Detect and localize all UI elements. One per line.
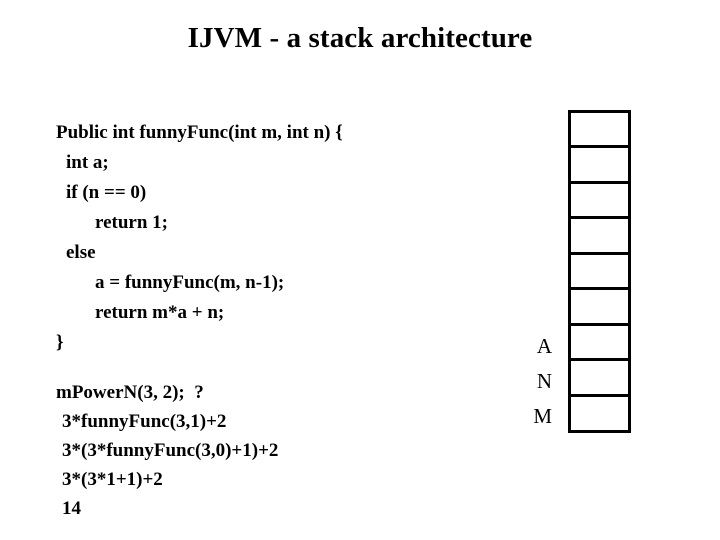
stack-cell xyxy=(571,397,628,432)
code-listing: Public int funnyFunc(int m, int n) { int… xyxy=(56,118,516,358)
stack-cell xyxy=(571,361,628,397)
stack-cell xyxy=(571,148,628,184)
code-line: else xyxy=(66,242,96,263)
trace-line: 14 xyxy=(62,498,81,519)
stack-cell xyxy=(571,184,628,220)
trace-line: 3*funnyFunc(3,1)+2 xyxy=(62,411,227,432)
evaluation-trace: mPowerN(3, 2); ? 3*funnyFunc(3,1)+2 3*(3… xyxy=(56,378,516,523)
stack-cell xyxy=(571,113,628,149)
code-line: int a; xyxy=(66,152,109,173)
trace-line: 3*(3*1+1)+2 xyxy=(62,469,163,490)
trace-line: mPowerN(3, 2); ? xyxy=(56,382,204,403)
stack-cell xyxy=(571,326,628,362)
code-line: Public int funnyFunc(int m, int n) { xyxy=(56,122,343,143)
stack-diagram xyxy=(568,110,631,433)
code-line: return 1; xyxy=(95,212,168,233)
code-line: } xyxy=(56,332,64,353)
stack-cell xyxy=(571,290,628,326)
trace-line: 3*(3*funnyFunc(3,0)+1)+2 xyxy=(62,440,279,461)
stack-label-n: N xyxy=(536,369,552,393)
code-line: a = funnyFunc(m, n-1); xyxy=(95,272,285,293)
code-line: return m*a + n; xyxy=(95,302,225,323)
stack-label-m: M xyxy=(533,404,552,428)
code-line: if (n == 0) xyxy=(66,182,147,203)
stack-label-a: A xyxy=(536,334,552,358)
stack-slot-labels: A N M xyxy=(500,329,552,434)
stack-cell xyxy=(571,255,628,291)
stack-cell xyxy=(571,219,628,255)
page-title: IJVM - a stack architecture xyxy=(187,22,533,54)
